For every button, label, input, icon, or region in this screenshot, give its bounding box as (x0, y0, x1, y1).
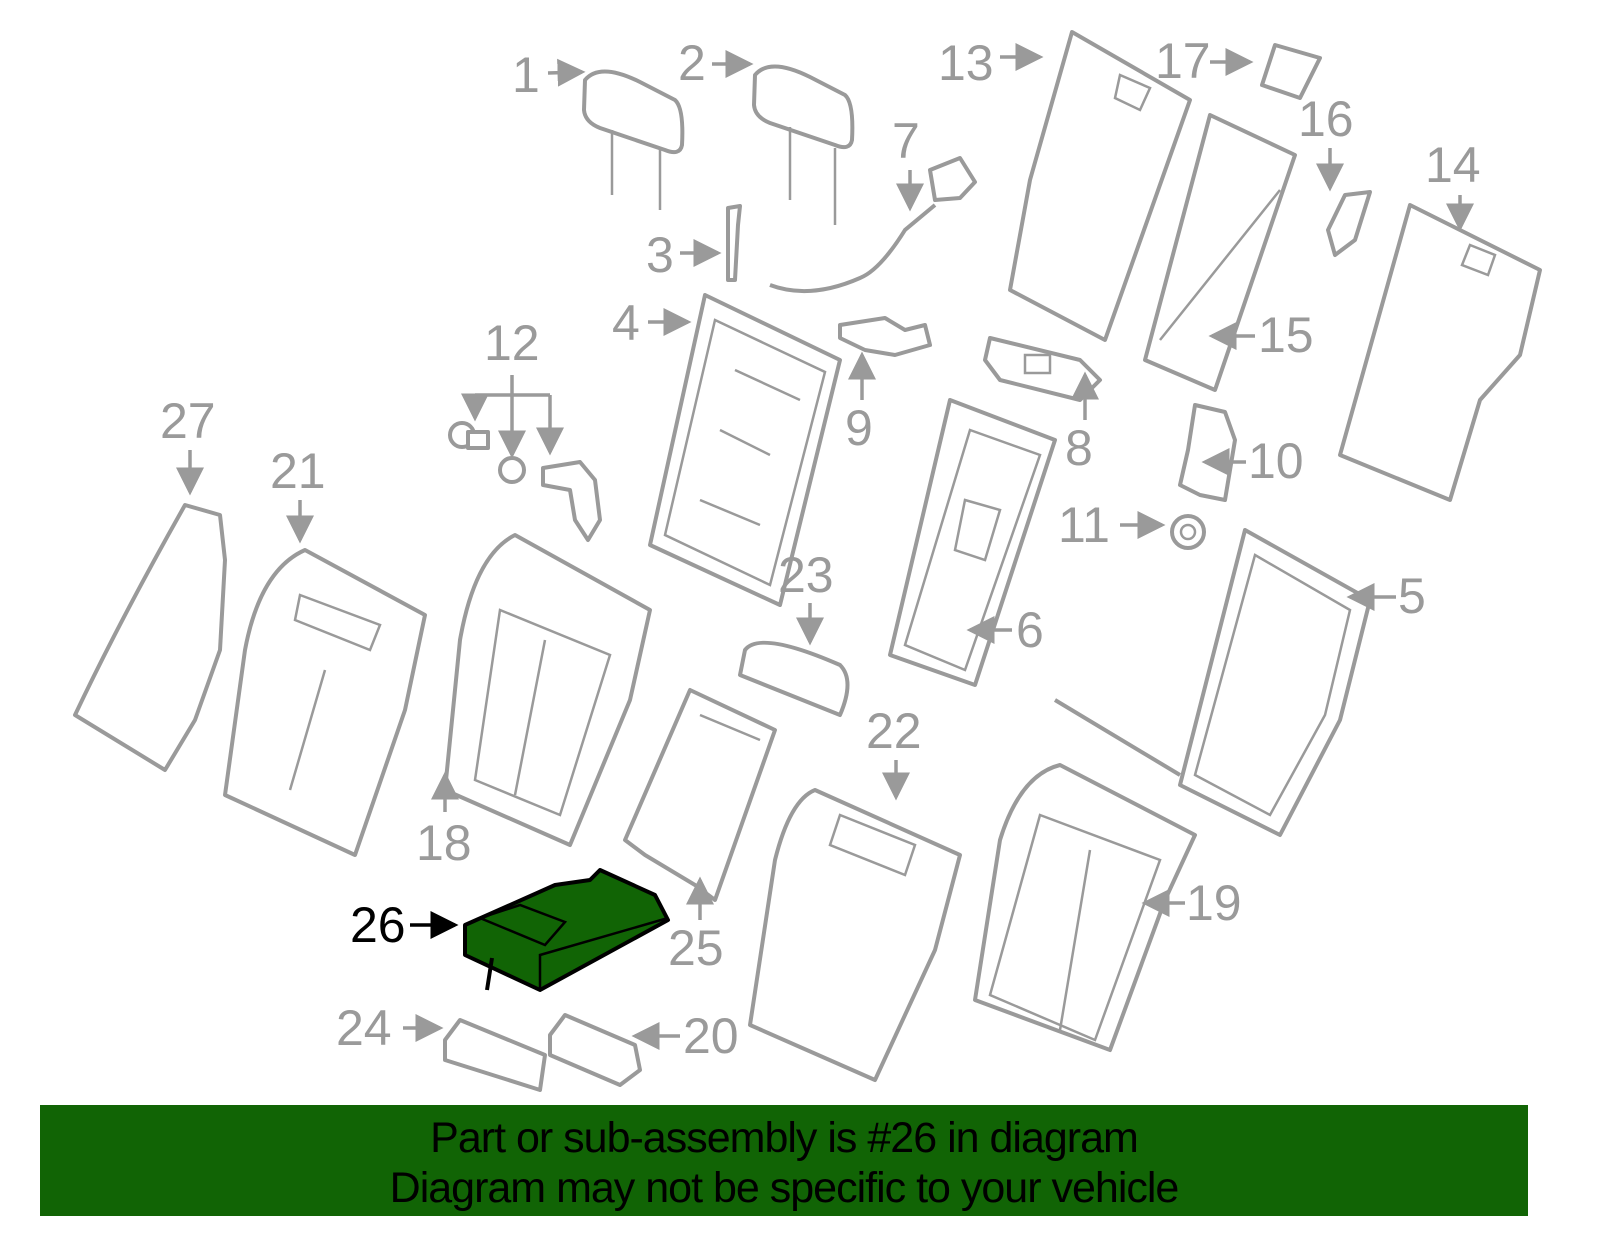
label-14: 14 (1425, 137, 1481, 193)
part-26-armrest[interactable] (463, 868, 670, 992)
label-21: 21 (270, 443, 326, 499)
part-3-guide[interactable] (726, 204, 742, 282)
label-23: 23 (778, 547, 834, 603)
label-13: 13 (938, 35, 994, 91)
part-21-backrest-cover[interactable] (223, 548, 427, 857)
part-25-frame[interactable] (623, 688, 777, 902)
label-17: 17 (1155, 33, 1211, 89)
part-1-headrest[interactable] (582, 69, 685, 210)
label-6: 6 (1016, 602, 1044, 658)
label-11: 11 (1058, 497, 1110, 553)
part-17-bezel[interactable] (1260, 43, 1322, 100)
banner-line-1: Part or sub-assembly is #26 in diagram (430, 1114, 1139, 1162)
label-16: 16 (1298, 91, 1354, 147)
part-6-frame[interactable] (888, 398, 1057, 687)
label-24: 24 (336, 1000, 392, 1056)
label-8: 8 (1065, 420, 1093, 476)
label-5: 5 (1398, 568, 1426, 624)
part-12-hardware[interactable] (448, 421, 602, 542)
label-22: 22 (866, 703, 922, 759)
part-22-backrest-cover[interactable] (748, 788, 962, 1082)
label-18: 18 (416, 815, 472, 871)
part-7-cable[interactable] (769, 156, 977, 294)
label-26-highlighted: 26 (350, 897, 406, 953)
part-10-hinge[interactable] (1178, 403, 1237, 502)
callout-arrows (176, 43, 1474, 1050)
part-4-frame[interactable] (648, 293, 842, 607)
label-9: 9 (845, 400, 873, 456)
label-19: 19 (1186, 875, 1242, 931)
label-3: 3 (646, 227, 674, 283)
banner-line-2: Diagram may not be specific to your vehi… (389, 1164, 1180, 1212)
label-1: 1 (512, 47, 540, 103)
label-2: 2 (678, 35, 706, 91)
part-15-pad[interactable] (1143, 113, 1297, 392)
part-11-washer[interactable] (1170, 514, 1206, 550)
part-20-trim[interactable] (548, 1013, 642, 1087)
label-25: 25 (668, 920, 724, 976)
label-7: 7 (892, 113, 920, 169)
disclaimer-banner: Part or sub-assembly is #26 in diagram D… (40, 1105, 1528, 1216)
label-12: 12 (484, 315, 540, 371)
part-19-backrest-cover[interactable] (973, 763, 1197, 1052)
part-labels: 1 2 3 4 5 6 7 8 9 10 11 12 13 14 15 16 1… (160, 33, 1481, 1064)
label-4: 4 (612, 295, 640, 351)
label-10: 10 (1248, 433, 1304, 489)
part-9-bracket[interactable] (838, 316, 932, 357)
part-18-backrest-cover[interactable] (443, 533, 652, 847)
part-13-panel[interactable] (1008, 30, 1192, 342)
part-2-headrest[interactable] (752, 64, 855, 225)
part-24-trim[interactable] (443, 1018, 547, 1092)
label-20: 20 (683, 1008, 739, 1064)
part-23-cover[interactable] (738, 640, 850, 717)
part-27-trim[interactable] (73, 503, 227, 772)
label-15: 15 (1258, 307, 1314, 363)
part-14-panel[interactable] (1338, 203, 1542, 502)
part-8-bezel[interactable] (983, 336, 1102, 402)
part-16-trim[interactable] (1326, 190, 1372, 257)
label-27: 27 (160, 393, 216, 449)
